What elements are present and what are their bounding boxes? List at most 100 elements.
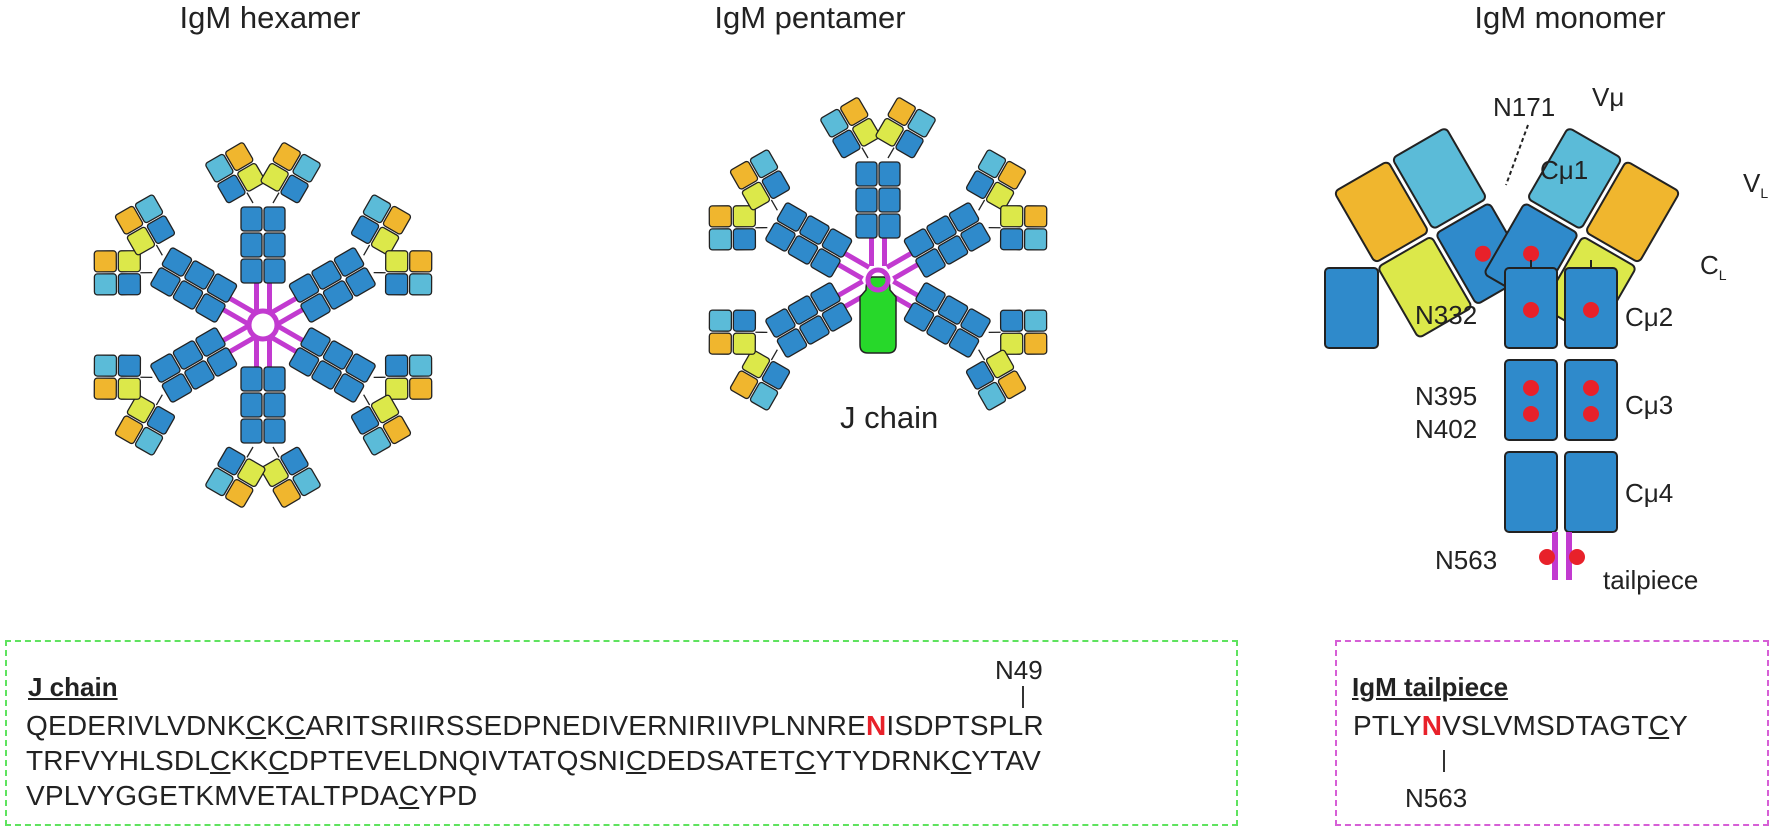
glycan-n171 xyxy=(1474,245,1491,262)
heavy-constant-domain xyxy=(263,206,286,232)
variable-domain xyxy=(749,149,779,179)
n49-tick xyxy=(1022,686,1024,708)
igm-arm xyxy=(708,149,871,281)
heavy-constant-domain xyxy=(765,308,796,338)
heavy-constant-domain xyxy=(311,260,342,290)
variable-domain xyxy=(205,153,234,183)
heavy-constant-domain xyxy=(240,366,263,392)
variable-domain xyxy=(272,142,301,171)
constant-domain xyxy=(741,349,771,379)
hexamer-title: IgM hexamer xyxy=(179,0,361,35)
glycan-n402 xyxy=(1523,406,1539,422)
fab-arm xyxy=(350,194,412,256)
fab-arm xyxy=(350,394,412,456)
igm-arm xyxy=(270,194,433,326)
constant-domain xyxy=(117,250,141,273)
constant-domain xyxy=(146,215,176,244)
variable-domain xyxy=(409,250,433,273)
heavy-constant-domain xyxy=(878,161,901,187)
j-chain-seq-segment: YTYDRNK xyxy=(815,745,951,776)
constant-domain xyxy=(117,354,142,377)
heavy-variable-domain xyxy=(1392,128,1486,229)
constant-domain xyxy=(832,129,861,159)
tailpiece-seq-segment: C xyxy=(1648,710,1670,741)
j-chain-seq-segment: DEDSATET xyxy=(646,745,796,776)
heavy-constant-domain xyxy=(765,222,796,252)
constant-domain xyxy=(985,181,1015,211)
fab-arm xyxy=(205,446,266,508)
j-chain-sequence-line-1: QEDERIVLVDNKCKCARITSRIIRSSEDPNEDIVERNIRI… xyxy=(26,710,1044,742)
disulfide-bond xyxy=(267,339,272,371)
heavy-constant-domain xyxy=(878,187,901,213)
constant-domain xyxy=(761,361,791,390)
heavy-constant-domain xyxy=(263,258,286,284)
disulfide-bond xyxy=(218,324,249,345)
n563-tick xyxy=(1443,750,1445,772)
heavy-constant-domain xyxy=(263,366,286,392)
variable-domain xyxy=(708,205,732,228)
heavy-constant-domain xyxy=(937,235,969,265)
disulfide-bond xyxy=(892,279,923,300)
fab-arm xyxy=(114,194,176,256)
tailpiece-sequence-line-1: PTLYNVSLVMSDTAGTCY xyxy=(1353,710,1688,742)
igm-arm xyxy=(93,194,256,326)
heavy-constant-domain xyxy=(787,235,819,265)
tailpiece-sequence-box xyxy=(1335,640,1769,826)
variable-domain xyxy=(997,160,1027,190)
heavy-constant-domain xyxy=(263,418,286,444)
heavy-constant-domain xyxy=(855,161,878,187)
j-chain-seq-segment: C xyxy=(795,745,816,776)
heavy-constant-domain xyxy=(172,280,204,310)
igm-arm xyxy=(270,324,433,456)
pentamer-core xyxy=(865,267,891,293)
n563-label: N563 xyxy=(1435,545,1498,575)
tailpiece-label: tailpiece xyxy=(1603,565,1699,595)
heavy-constant-domain xyxy=(926,215,957,245)
disulfide-bond xyxy=(270,335,301,356)
j-chain-seq-segment: C xyxy=(245,710,267,741)
tailpiece-right xyxy=(1566,532,1572,580)
heavy-constant-domain xyxy=(821,228,853,258)
glycan-n332-right xyxy=(1583,302,1599,318)
igm-arm xyxy=(205,142,321,311)
j-chain-sequence-heading: J chain xyxy=(28,672,118,702)
disulfide-bond xyxy=(267,279,272,311)
tailpiece-seq-segment: PTLY xyxy=(1353,710,1422,741)
constant-domain xyxy=(761,170,791,199)
glycan-n563 xyxy=(1539,549,1555,565)
cl-label-text: C xyxy=(1700,250,1719,280)
fab-arm xyxy=(875,97,936,159)
variable-domain xyxy=(292,153,321,183)
fab-arm xyxy=(260,142,321,204)
heavy-constant-domain xyxy=(915,282,946,312)
heavy-constant-domain xyxy=(240,206,263,232)
j-chain-seq-segment: K xyxy=(266,710,286,741)
igm-pentamer-diagram xyxy=(708,97,1048,411)
variable-domain xyxy=(382,415,412,445)
heavy-constant-domain xyxy=(937,295,969,325)
n395-label: N395 xyxy=(1415,381,1478,411)
glycan-n395-right xyxy=(1583,380,1599,396)
heavy-constant-domain xyxy=(240,258,263,284)
constant-domain xyxy=(146,406,176,435)
heavy-constant-domain xyxy=(960,222,991,252)
j-chain-seq-segment: C xyxy=(398,780,420,811)
heavy-constant-domain xyxy=(184,260,215,290)
vl-label: VL xyxy=(1743,168,1768,201)
j-chain-seq-segment: YTAV xyxy=(971,745,1042,776)
disulfide-bond xyxy=(270,294,301,315)
glycan-n563-right xyxy=(1569,549,1585,565)
variable-domain xyxy=(729,370,759,400)
glycan-n395 xyxy=(1523,380,1539,396)
constant-domain xyxy=(350,215,380,244)
disulfide-bond xyxy=(225,335,256,356)
hexamer-core xyxy=(246,308,280,342)
variable-domain xyxy=(93,354,118,377)
cmu3-label: Cμ3 xyxy=(1625,390,1674,420)
fab-arm xyxy=(988,309,1048,355)
constant-domain xyxy=(999,228,1024,251)
cmu1-label: Cμ1 xyxy=(1540,155,1589,185)
variable-domain xyxy=(729,160,759,190)
constant-domain xyxy=(1000,332,1024,355)
heavy-constant-domain xyxy=(206,273,238,303)
